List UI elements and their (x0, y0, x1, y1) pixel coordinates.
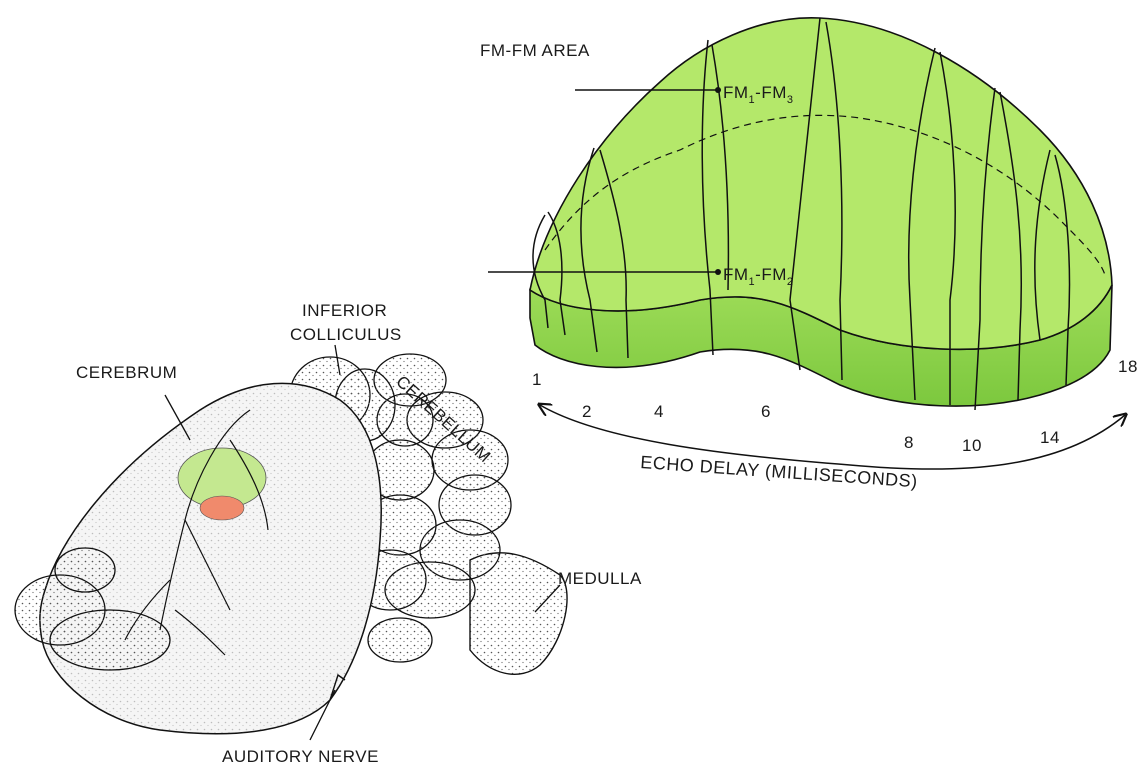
fm1-fm2-dot (715, 269, 721, 275)
tick-2: 2 (582, 402, 592, 421)
tick-18: 18 (1118, 357, 1138, 376)
inferior-colliculus-label-1: INFERIOR (302, 301, 387, 320)
fm1-fm3-dot (715, 87, 721, 93)
echo-delay-label: ECHO DELAY (MILLISECONDS) (640, 452, 919, 491)
tick-6: 6 (761, 402, 771, 421)
auditory-nerve-label: AUDITORY NERVE (222, 747, 379, 766)
bat-brain (15, 354, 567, 734)
fm-fm-area-block (488, 18, 1112, 410)
tick-1: 1 (532, 370, 542, 389)
tick-4: 4 (654, 402, 664, 421)
echo-delay-arrow (540, 405, 1125, 469)
tick-8: 8 (904, 433, 914, 452)
fm-area-top-surface (530, 18, 1112, 350)
fm-fm-area-label: FM-FM AREA (480, 41, 590, 60)
cf-area-patch (200, 496, 244, 520)
tick-10: 10 (962, 436, 982, 455)
inferior-colliculus-label-2: COLLICULUS (290, 325, 402, 344)
medulla-label: MEDULLA (558, 569, 642, 588)
cerebrum-label: CEREBRUM (76, 363, 177, 382)
tick-14: 14 (1040, 428, 1060, 447)
